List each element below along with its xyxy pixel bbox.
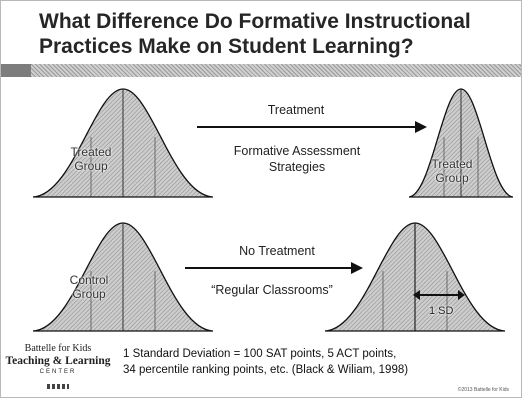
battelle-logo: Battelle for Kids Teaching & Learning CE… (5, 343, 111, 394)
logo-mark-icon (47, 384, 69, 389)
treated-group-right-label: Treated Group (431, 157, 473, 185)
logo-line-3: CENTER (39, 369, 77, 375)
no-treatment-label: No Treatment (239, 244, 315, 258)
treated-group-left-curve (32, 88, 214, 198)
one-sd-label: 1 SD (429, 305, 454, 317)
decorative-bar-block (1, 64, 31, 77)
logo-line-2: Teaching & Learning (5, 355, 111, 367)
control-group-left-curve (32, 222, 214, 332)
footnote: 1 Standard Deviation = 100 SAT points, 5… (123, 346, 408, 378)
copyright: ©2013 Battelle for Kids (457, 387, 509, 393)
no-treatment-description: “Regular Classrooms” (211, 283, 333, 297)
logo-line-1: Battelle for Kids (24, 343, 92, 354)
one-sd-arrow (413, 289, 465, 301)
control-group-right-curve (324, 222, 506, 332)
decorative-bar (1, 64, 521, 77)
treatment-arrow (197, 120, 427, 134)
treatment-label: Treatment (267, 103, 325, 117)
no-treatment-arrow (185, 261, 363, 275)
control-group-left-label: Control Group (69, 273, 109, 301)
treatment-description: Formative Assessment Strategies (233, 144, 361, 174)
slide-title: What Difference Do Formative Instruction… (39, 10, 471, 58)
footnote-line-2: 34 percentile ranking points, etc. (Blac… (123, 364, 409, 376)
treated-group-left-label: Treated Group (70, 145, 112, 173)
footnote-line-1: 1 Standard Deviation = 100 SAT points, 5… (123, 348, 397, 360)
treated-group-right-curve (408, 88, 514, 198)
